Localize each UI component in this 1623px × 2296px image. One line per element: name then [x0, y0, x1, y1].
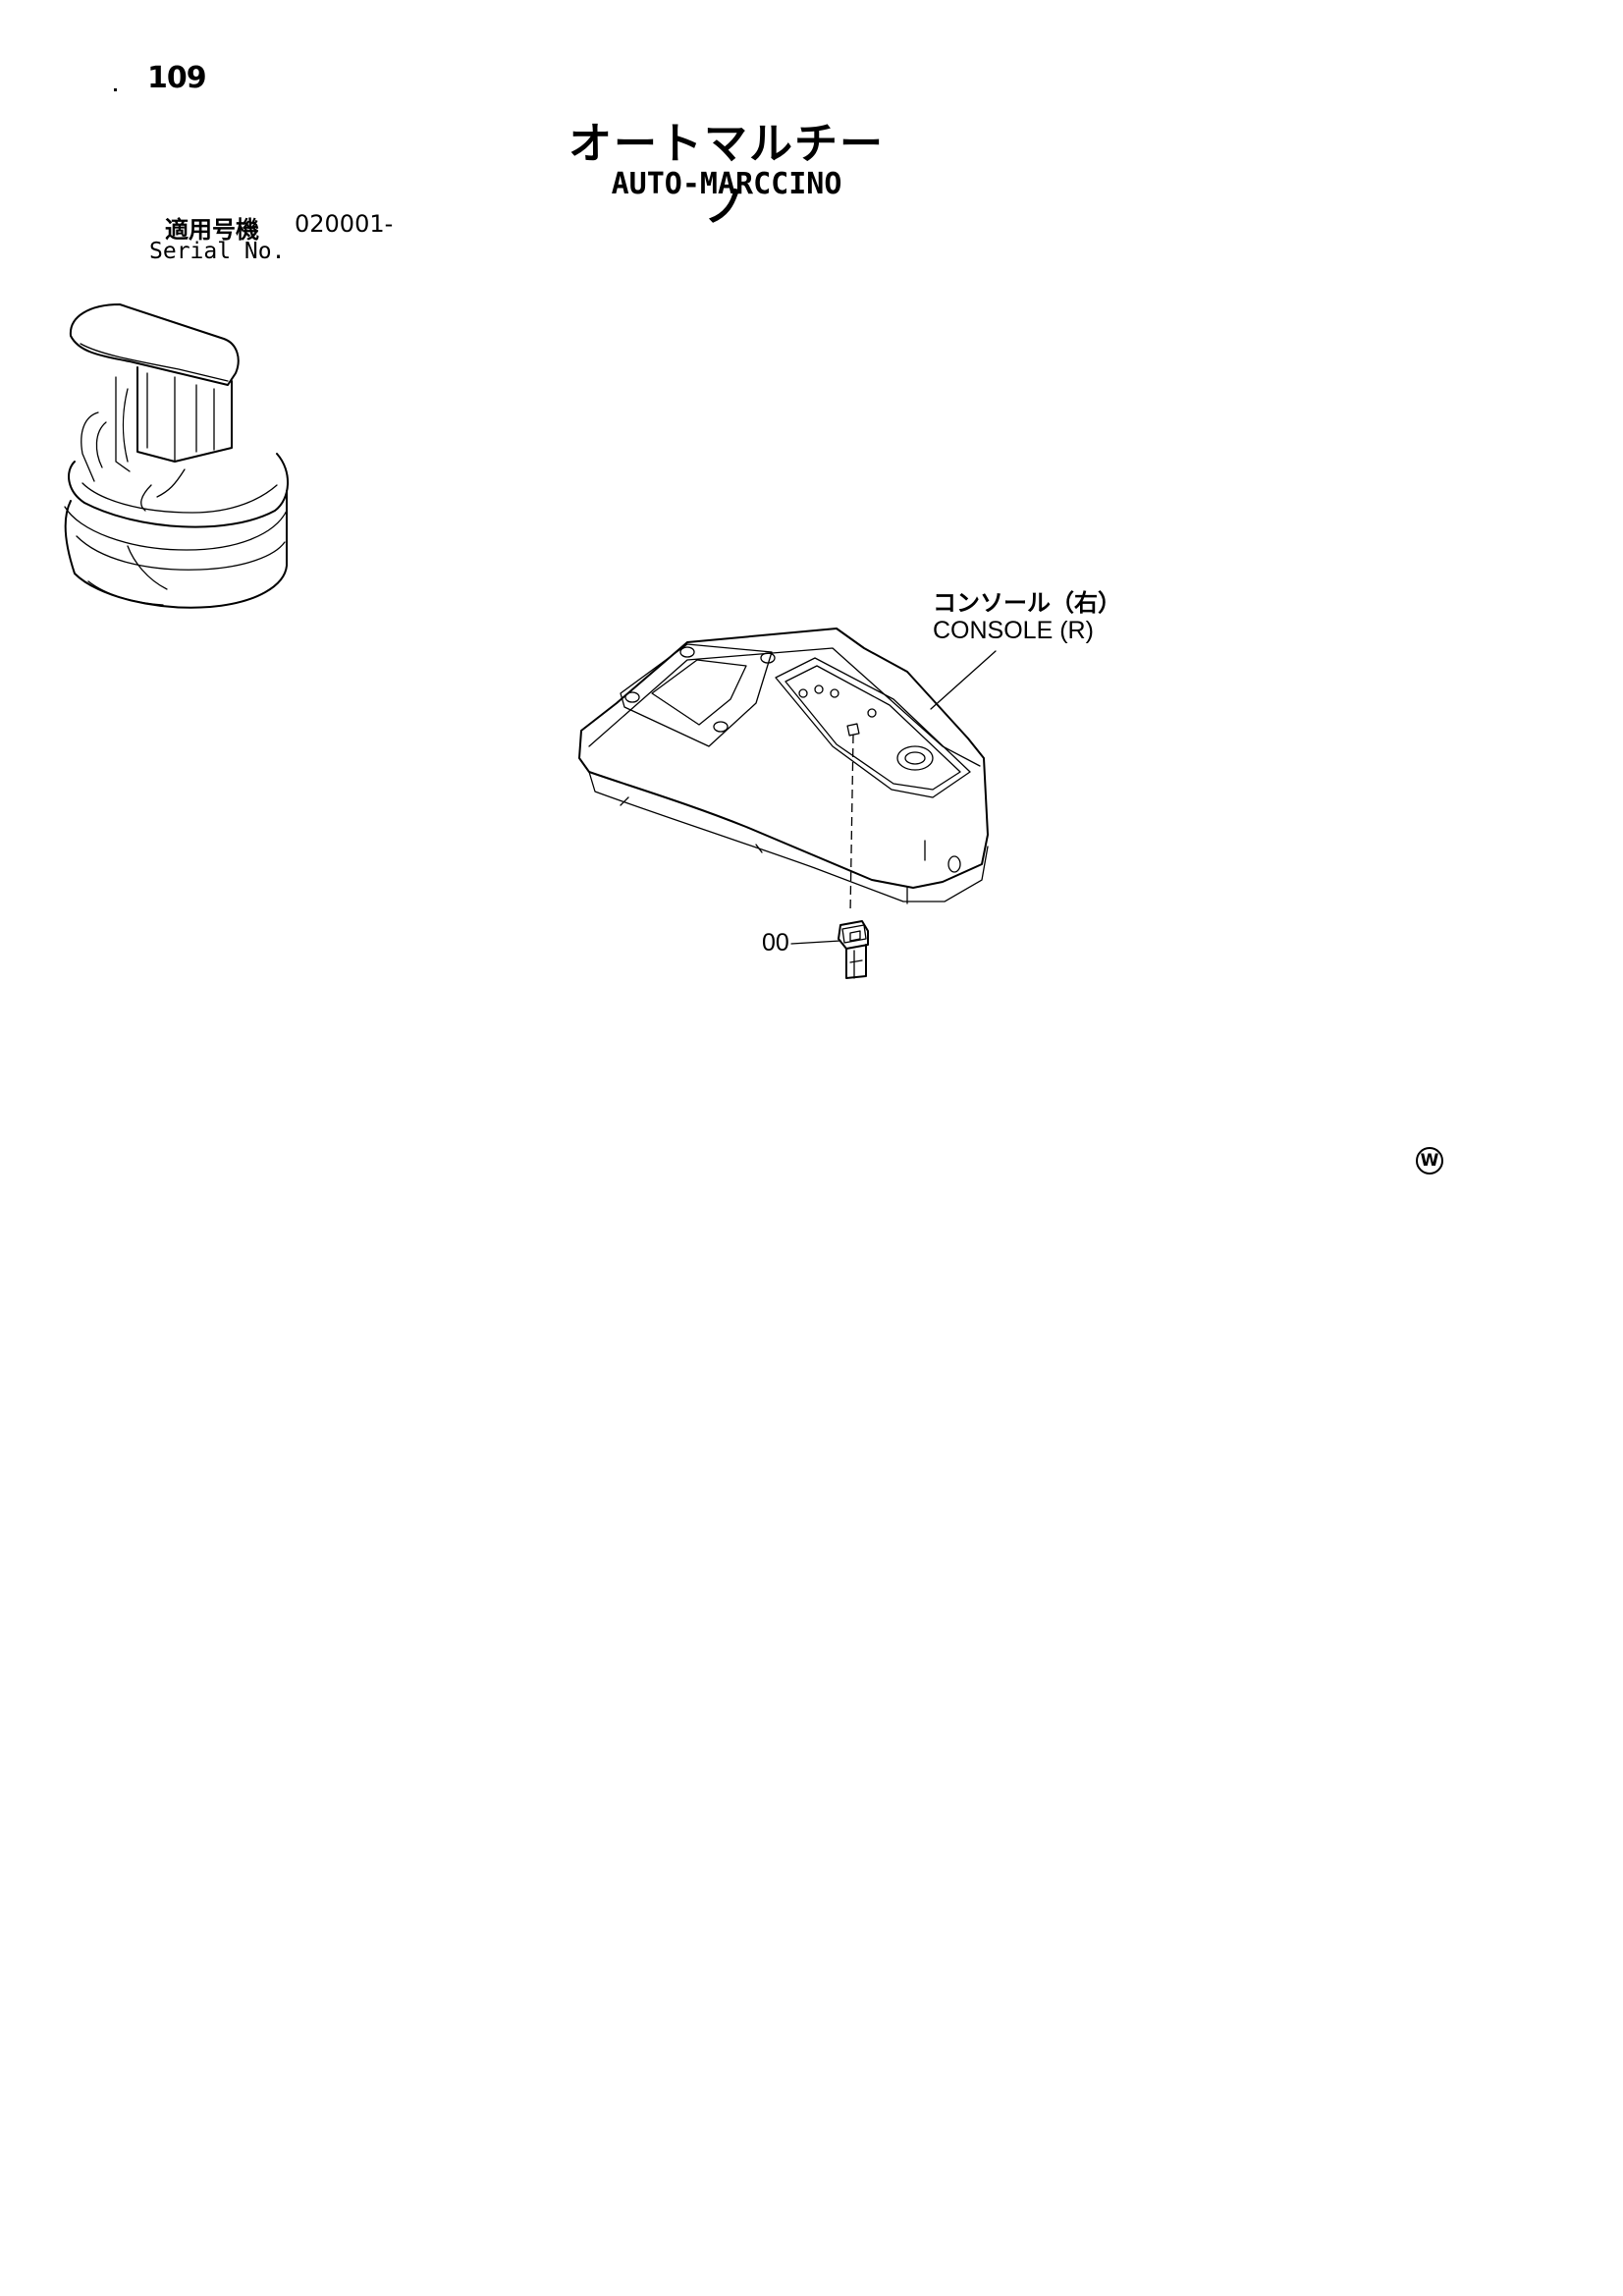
serial-label-jp: 適用号機 — [165, 216, 259, 244]
console-label-en: CONSOLE (R) — [933, 617, 1094, 644]
page-title-jp: オートマルチーノ — [568, 119, 885, 232]
page-number: 109 — [147, 61, 207, 95]
serial-value: 020001- — [295, 210, 394, 238]
w-mark: W — [1416, 1147, 1443, 1175]
switch-alignment-line — [849, 734, 854, 914]
part-leader-line — [790, 940, 841, 945]
part-number-label: 00 — [762, 929, 789, 957]
page-title-en: AUTO-MARCCINO — [611, 167, 842, 201]
page-speck — [114, 88, 117, 91]
serial-label-en: Serial No. — [149, 239, 286, 264]
switch-part-illustration — [838, 920, 869, 979]
console-label-jp: コンソール（右） — [933, 589, 1121, 617]
console-right-illustration — [578, 628, 989, 904]
console-leader-line — [930, 650, 997, 710]
machine-overview-illustration — [64, 303, 290, 609]
